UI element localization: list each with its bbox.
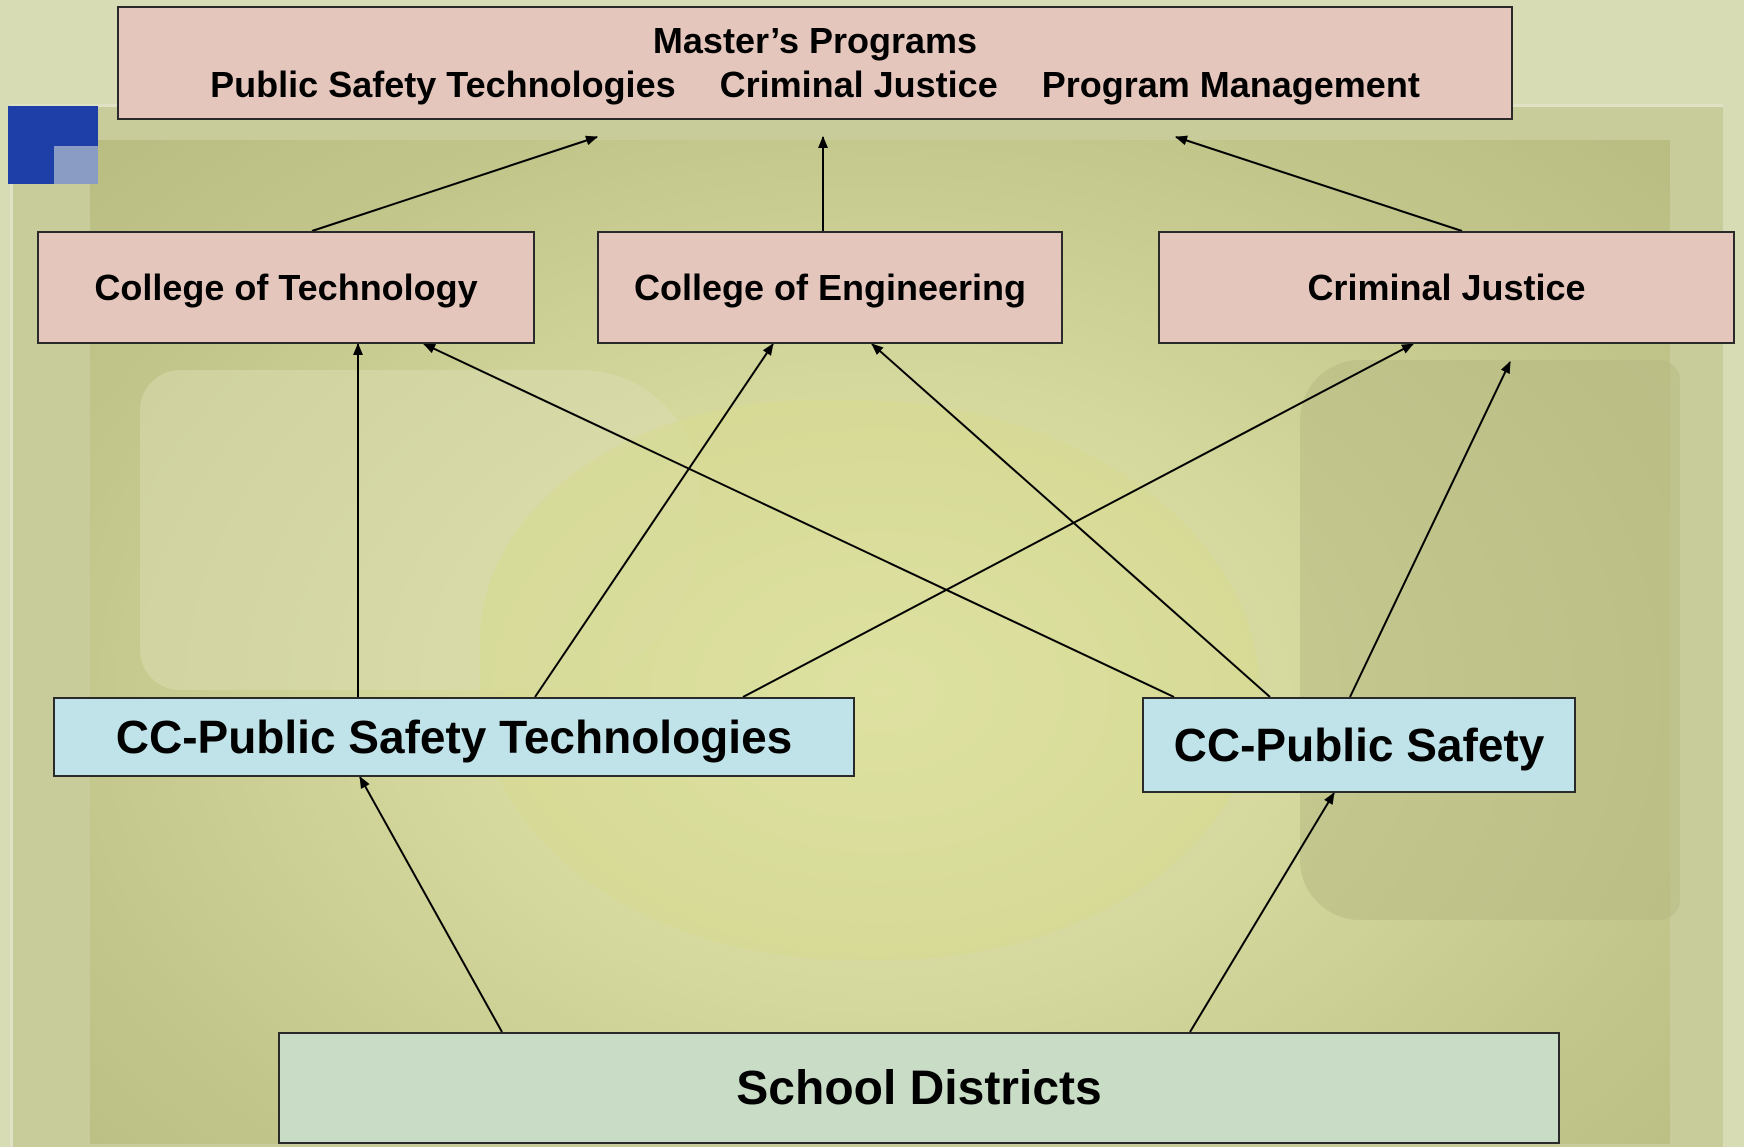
background-hand-right (1300, 360, 1680, 920)
cc-public-safety-box: CC-Public Safety (1142, 697, 1576, 793)
criminal-justice-college-box: Criminal Justice (1158, 231, 1735, 344)
college-of-engineering-box: College of Engineering (597, 231, 1063, 344)
cc-public-safety-label: CC-Public Safety (1173, 719, 1545, 771)
program-criminal-justice: Criminal Justice (719, 64, 998, 105)
arrow-ccpst-to-criminal-justice (742, 343, 1414, 698)
masters-program-list: Public Safety Technologies Criminal Just… (210, 63, 1420, 107)
arrow-ccps-to-criminal-justice (1349, 361, 1511, 698)
school-districts-label: School Districts (736, 1061, 1102, 1115)
arrow-ccps-to-technology (423, 343, 1175, 698)
college-of-engineering-label: College of Engineering (633, 266, 1027, 308)
college-of-technology-label: College of Technology (94, 266, 478, 308)
cc-public-safety-technologies-box: CC-Public Safety Technologies (53, 697, 855, 777)
arrow-schools-to-ccpst (359, 776, 503, 1033)
logo-square-light (54, 146, 98, 184)
criminal-justice-college-label: Criminal Justice (1307, 266, 1586, 308)
college-of-technology-box: College of Technology (37, 231, 535, 344)
arrow-ccps-to-engineering (871, 343, 1271, 698)
arrow-schools-to-ccps (1189, 792, 1335, 1033)
cc-public-safety-technologies-label: CC-Public Safety Technologies (115, 711, 793, 763)
school-districts-box: School Districts (278, 1032, 1560, 1144)
program-public-safety-technologies: Public Safety Technologies (210, 64, 676, 105)
arrow-ccpst-to-engineering (534, 343, 774, 698)
program-management: Program Management (1041, 64, 1420, 105)
masters-programs-box: Master’s Programs Public Safety Technolo… (117, 6, 1513, 120)
arrow-criminal-justice-to-masters (1175, 135, 1463, 232)
masters-title: Master’s Programs (652, 20, 978, 61)
arrow-technology-to-masters (311, 135, 598, 232)
